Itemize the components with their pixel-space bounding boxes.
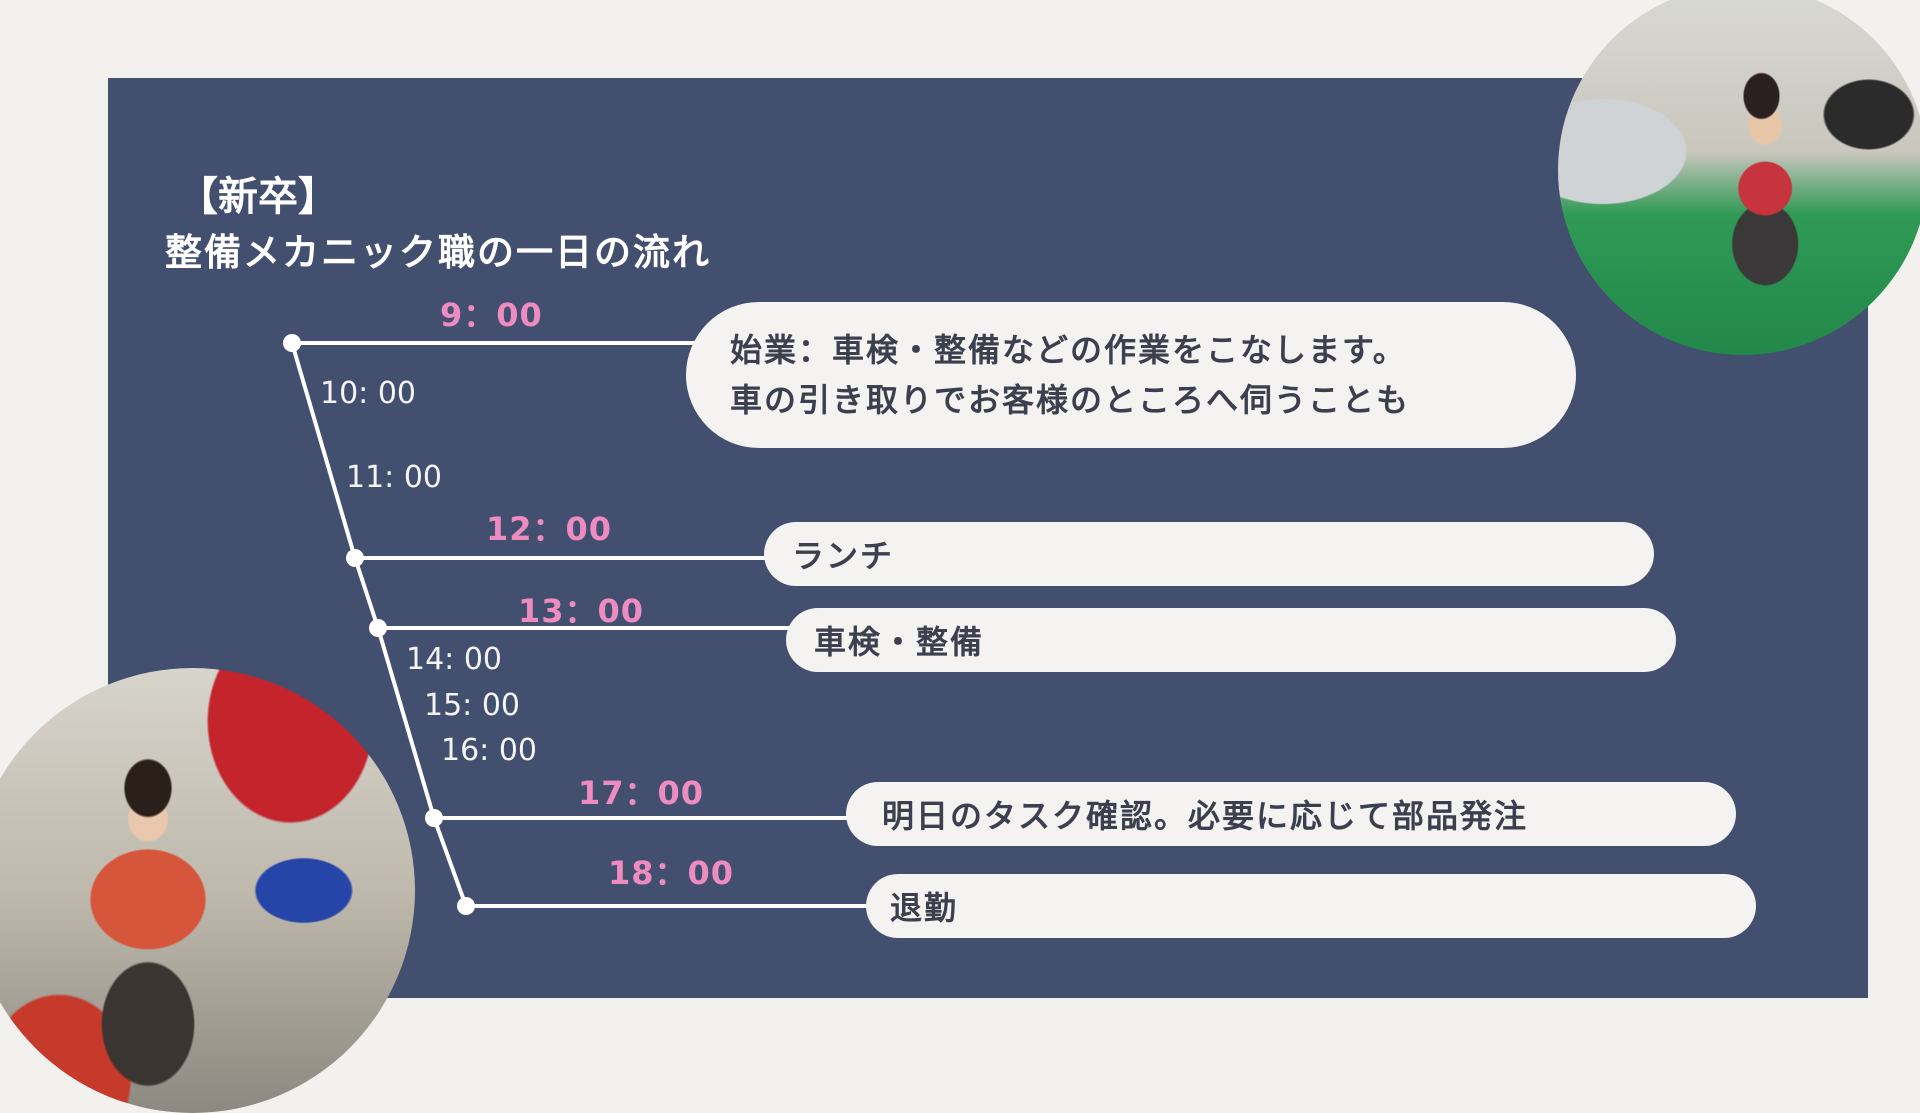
event-pill-1700: 明日のタスク確認。必要に応じて部品発注 (846, 782, 1736, 846)
mechanic-photo-top (1558, 0, 1920, 355)
event-pill-1200: ランチ (764, 522, 1654, 586)
timeline-dot-1200 (346, 549, 364, 567)
time-label-1600: 16: 00 (441, 733, 537, 768)
timeline-dot-900 (283, 334, 301, 352)
event-text-1300: 車検・整備 (814, 623, 985, 661)
event-pill-900: 始業：車検・整備などの作業をこなします。 車の引き取りでお客様のところへ伺うこと… (686, 302, 1576, 448)
time-label-900: 9：00 (440, 296, 543, 334)
timeline-dot-1800 (457, 897, 475, 915)
time-label-1400: 14: 00 (406, 642, 502, 677)
mechanic-photo-bottom (0, 668, 415, 1113)
page-title: 整備メカニック職の一日の流れ (165, 231, 711, 274)
event-text-1700: 明日のタスク確認。必要に応じて部品発注 (882, 797, 1529, 835)
event-text-900-line1: 始業：車検・整備などの作業をこなします。 (730, 331, 1407, 369)
event-text-1200: ランチ (792, 537, 895, 575)
time-label-1500: 15: 00 (424, 688, 520, 723)
timeline-dot-1700 (425, 809, 443, 827)
time-label-1200: 12：00 (486, 510, 613, 548)
time-label-1800: 18：00 (608, 854, 735, 892)
event-pill-1300: 車検・整備 (786, 608, 1676, 672)
event-text-900-line2: 車の引き取りでお客様のところへ伺うことも (730, 381, 1411, 419)
timeline-dot-1300 (369, 619, 387, 637)
event-pill-1800: 退勤 (866, 874, 1756, 938)
time-label-1300: 13：00 (518, 592, 645, 630)
title-category: 【新卒】 (178, 174, 338, 220)
time-label-1700: 17：00 (578, 774, 705, 812)
time-label-1100: 11: 00 (346, 460, 442, 495)
time-label-1000: 10: 00 (320, 376, 416, 411)
timeline-graphic (283, 334, 880, 915)
event-text-1800: 退勤 (890, 889, 959, 927)
